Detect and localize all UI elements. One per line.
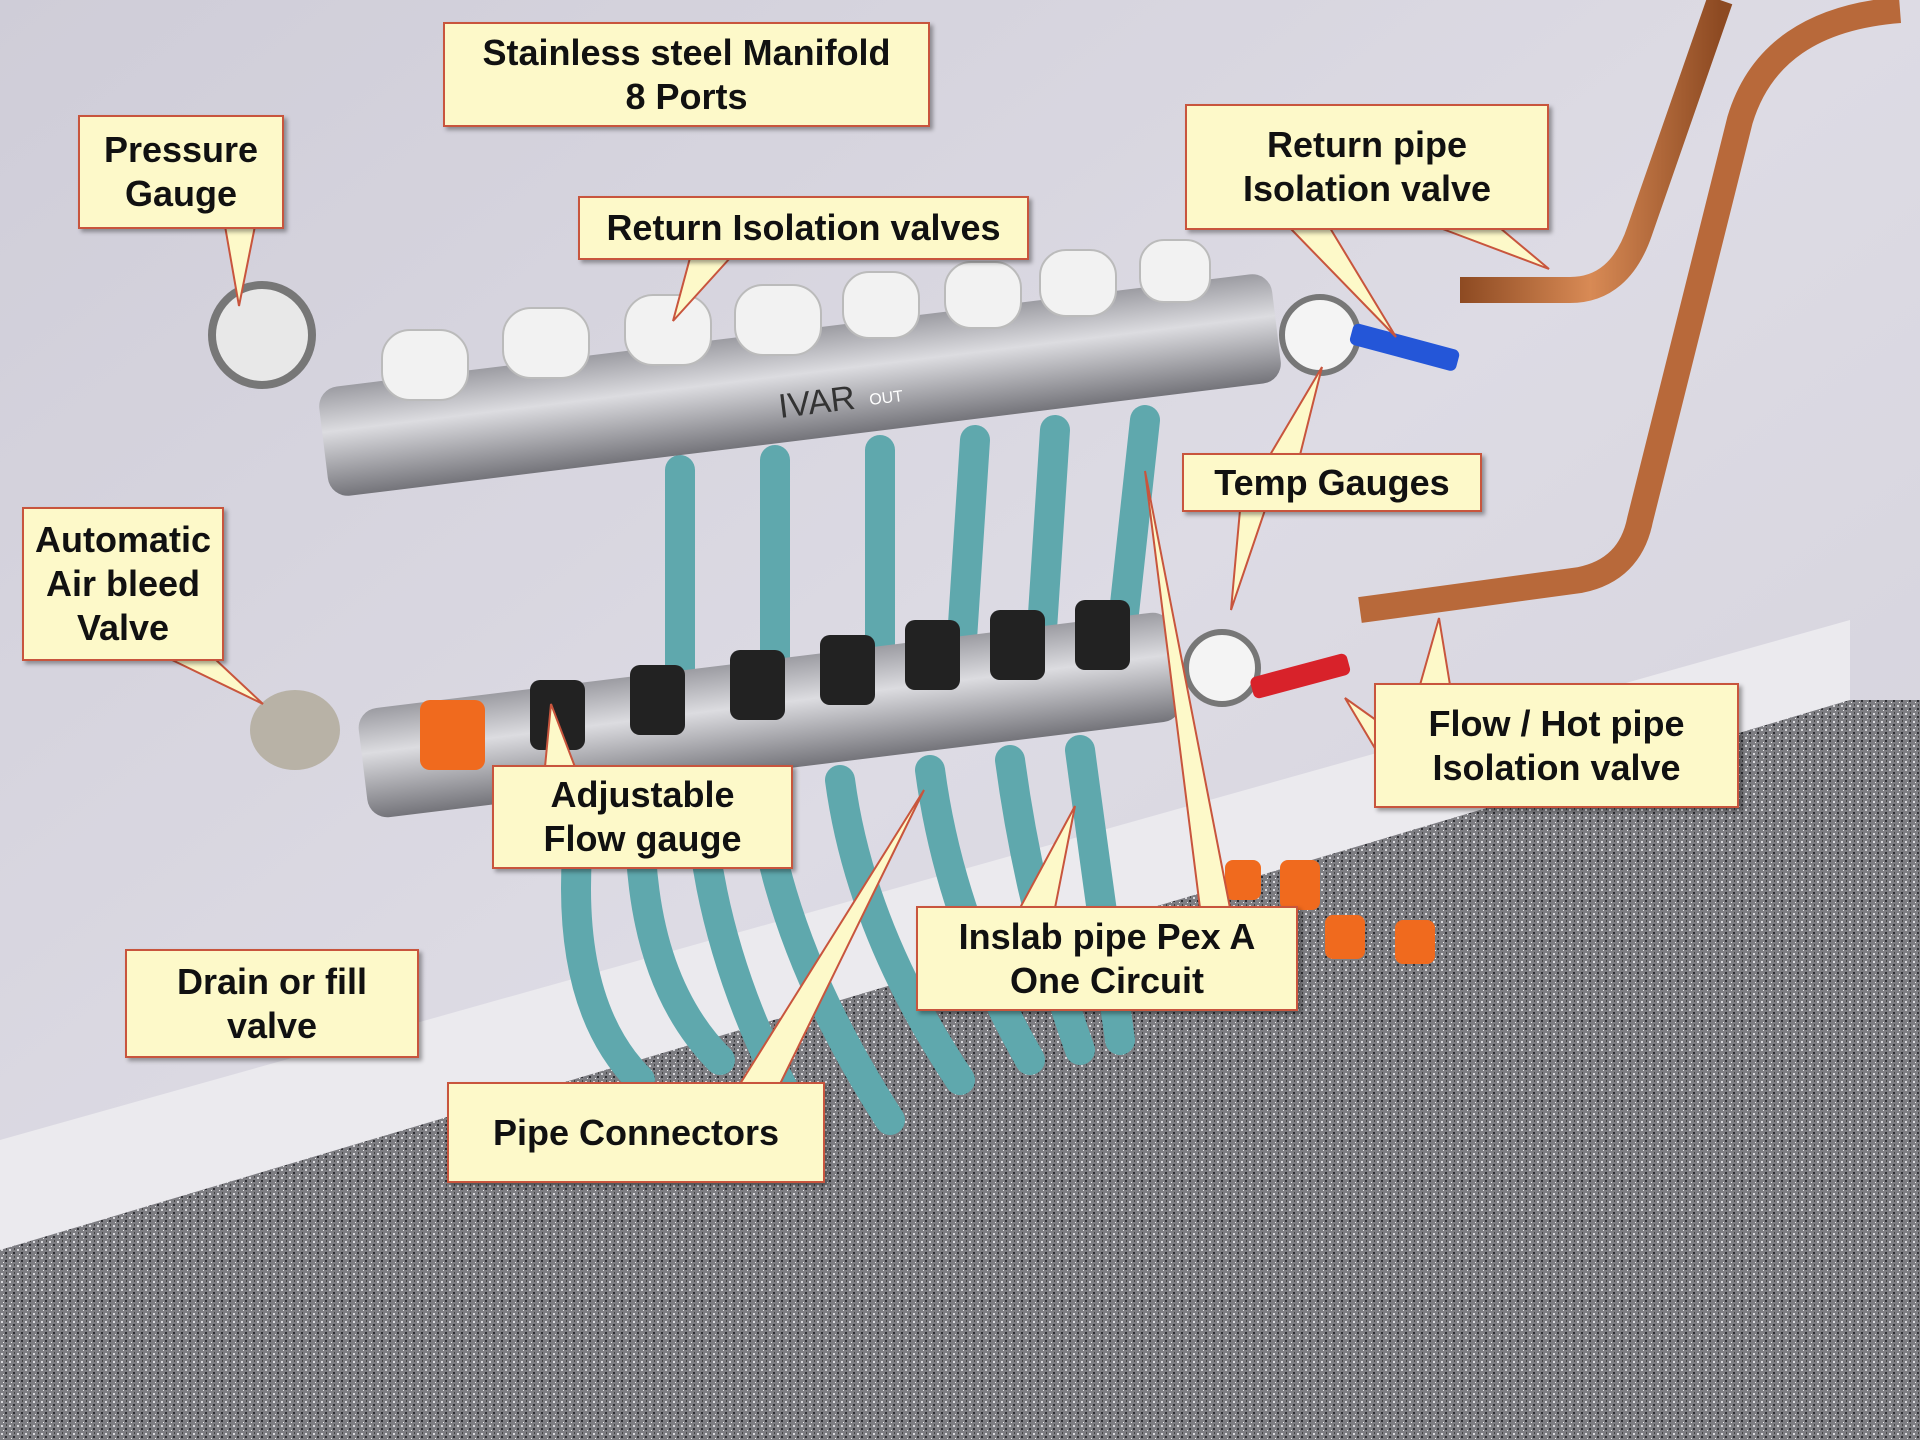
- brand-mark: IVAR: [776, 379, 857, 426]
- callout-text: One Circuit: [1009, 959, 1205, 1001]
- callout-text: Flow / Hot pipe: [1428, 702, 1685, 744]
- pointer-flow-hot-2: [1344, 697, 1377, 754]
- callout-text: 8 Ports: [625, 75, 748, 117]
- return-tag: OUT: [868, 388, 904, 409]
- callout-flow-gauge: Adjustable Flow gauge: [492, 765, 793, 869]
- callout-text: Stainless steel Manifold: [482, 31, 891, 73]
- callout-return-pipe-isolation-valve: Return pipe Isolation valve: [1185, 104, 1549, 230]
- callout-text: valve: [226, 1004, 318, 1046]
- pointer-flow-gauge: [543, 703, 577, 768]
- callout-pressure-gauge: Pressure Gauge: [78, 115, 284, 229]
- callout-text: Drain or fill: [176, 960, 368, 1002]
- pointer-inslab-1: [1144, 470, 1232, 909]
- callout-text: Pressure: [103, 129, 259, 170]
- callout-text: Flow gauge: [543, 818, 742, 859]
- callout-text: Return pipe: [1266, 124, 1467, 165]
- callout-text: Isolation valve: [1242, 168, 1492, 209]
- pointer-flow-hot-1: [1418, 617, 1452, 686]
- flow-gauges: [420, 600, 1130, 770]
- callout-text: Return Isolation valves: [606, 207, 1001, 248]
- pointer-return-isolation-valves: [672, 257, 733, 322]
- callout-flow-hot-pipe-valve: Flow / Hot pipe Isolation valve: [1374, 683, 1739, 808]
- callout-temp-gauges: Temp Gauges: [1182, 453, 1482, 512]
- pointer-air-bleed: [169, 658, 264, 705]
- blue-valve-handle: [1349, 323, 1460, 371]
- pointer-temp-gauges-1: [1268, 366, 1323, 456]
- callout-text: Valve: [76, 607, 170, 648]
- copper-flow-pipe: [1358, 0, 1902, 623]
- flow-temp-gauge-dial: [1183, 629, 1261, 707]
- callout-text: Temp Gauges: [1214, 461, 1450, 503]
- callout-text: Inslab pipe Pex A: [958, 915, 1256, 957]
- pointer-inslab-2: [1018, 805, 1076, 909]
- red-valve-handle: [1250, 653, 1351, 699]
- pointer-return-pipe-valve-1: [1287, 227, 1397, 338]
- callout-text: Isolation valve: [1432, 746, 1681, 788]
- pointer-temp-gauges-2: [1230, 509, 1267, 611]
- callout-return-isolation-valves: Return Isolation valves: [578, 196, 1029, 260]
- copper-return-pipe: [1460, 0, 1733, 303]
- pointer-pressure-gauge: [223, 225, 257, 307]
- callout-text: Adjustable: [550, 774, 735, 815]
- callout-text: Air bleed: [45, 563, 201, 604]
- callout-pipe-connectors: Pipe Connectors: [447, 1082, 825, 1183]
- pressure-gauge-dial: [208, 281, 316, 389]
- callout-drain-fill-valve: Drain or fill valve: [125, 949, 419, 1058]
- pointer-return-pipe-valve-2: [1439, 227, 1550, 270]
- callout-text: Gauge: [124, 173, 238, 214]
- callout-text: Automatic: [34, 519, 211, 560]
- callout-inslab-pipe: Inslab pipe Pex A One Circuit: [916, 906, 1298, 1011]
- callout-manifold: Stainless steel Manifold 8 Ports: [443, 22, 930, 127]
- return-valve-caps: [381, 239, 1211, 401]
- air-bleed-valve-body: [250, 690, 340, 770]
- callout-air-bleed-valve: Automatic Air bleed Valve: [22, 507, 224, 661]
- return-manifold-bar: [319, 274, 1281, 496]
- callout-text: Pipe Connectors: [492, 1111, 780, 1153]
- orange-fittings: [1225, 860, 1435, 964]
